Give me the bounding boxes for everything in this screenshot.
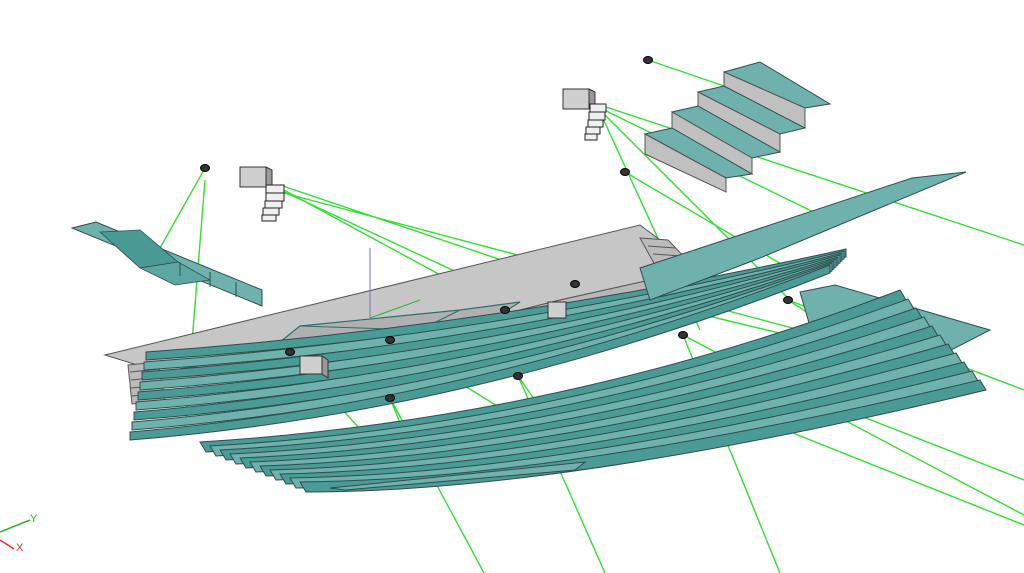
- receiver-point: [385, 336, 395, 344]
- coordinate-gizmo-z: [369, 248, 421, 319]
- receiver-point: [783, 296, 793, 304]
- axis-triad: Y X: [0, 513, 38, 554]
- upper-right-tiers: [643, 61, 832, 193]
- seat-tier-lower: [299, 379, 987, 493]
- receiver-point: [570, 280, 580, 288]
- axis-x-label: X: [16, 542, 24, 554]
- side-ramp: [639, 171, 967, 301]
- balcony-left: [70, 221, 263, 307]
- seating-tiers: [129, 248, 992, 493]
- speaker-array-left: [239, 166, 285, 222]
- speaker-stage-small: [547, 301, 567, 319]
- receiver-point: [513, 372, 523, 380]
- speaker-center: [299, 355, 329, 379]
- receiver-point: [500, 306, 510, 314]
- receiver-point: [678, 331, 688, 339]
- seat-tier-upper: [129, 264, 831, 441]
- receiver-point: [620, 168, 630, 176]
- seat-front-edge: [329, 461, 587, 491]
- ray-line: [759, 419, 1024, 526]
- receiver-points: [200, 56, 793, 402]
- axis-y-label: Y: [30, 513, 38, 525]
- speaker-array-right: [562, 88, 607, 141]
- receiver-point: [200, 164, 210, 172]
- receiver-point: [643, 56, 653, 64]
- receiver-point: [285, 348, 295, 356]
- ray-line: [159, 167, 206, 249]
- receiver-point: [385, 394, 395, 402]
